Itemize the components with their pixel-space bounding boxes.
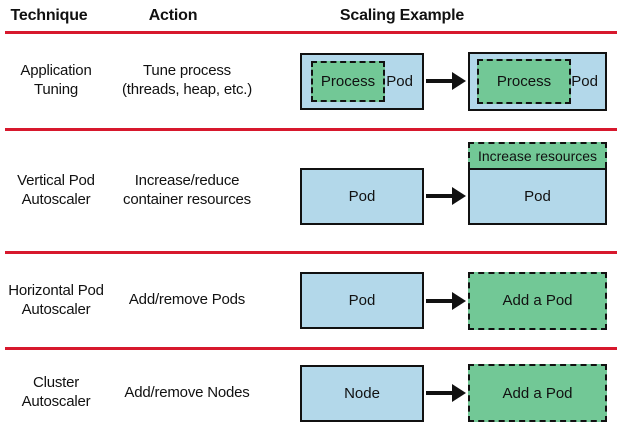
node-label: Node [344,384,380,402]
process-label: Process [320,72,376,90]
pod-label: Pod [348,187,376,205]
pod-box-after: Increase resources Pod [468,141,607,225]
separator-line [5,31,617,34]
pod-box-before: Pod [300,167,424,225]
process-box: Process [477,58,571,104]
table-row-application-tuning: Application Tuning Tune process (threads… [0,34,622,128]
pod-box-after: Process Pod [468,51,607,111]
process-label: Process [496,72,552,90]
scaling-example-cluster-autoscaler: Node Add a Pod [262,364,622,422]
action-label: Increase/reduce container resources [123,172,251,208]
pod-label: Pod [571,72,598,90]
arrow-right-icon [426,291,466,310]
technique-label: Vertical Pod Autoscaler [17,172,95,208]
table-row-horizontal-pod-autoscaler: Horizontal Pod Autoscaler Add/remove Pod… [0,254,622,347]
action-label: Add/remove Pods [128,291,246,309]
process-box: Process [311,60,385,102]
table-row-vertical-pod-autoscaler: Vertical Pod Autoscaler Increase/reduce … [0,131,622,251]
column-header-scaling-example: Scaling Example [339,6,465,24]
separator-line [5,251,617,254]
arrow-right-icon [426,384,466,402]
scaling-example-application-tuning: Process Pod Process Pod [262,51,622,111]
table-header: Technique Action Scaling Example [0,0,622,31]
pod-label: Pod [348,292,376,309]
action-label: Add/remove Nodes [124,383,250,401]
column-header-action: Action [148,6,198,24]
separator-line [5,347,617,350]
scaling-example-horizontal-pod-autoscaler: Pod Add a Pod [262,271,622,330]
technique-label: Application Tuning [20,62,92,98]
pod-label: Pod [524,187,551,205]
pod-box: Pod [468,167,607,225]
add-a-pod-box: Add a Pod [468,364,607,422]
arrow-right-icon [426,72,466,90]
add-a-pod-box: Add a Pod [468,271,607,330]
pod-label: Pod [386,72,413,90]
table-row-cluster-autoscaler: Cluster Autoscaler Add/remove Nodes Node… [0,350,622,436]
action-label: Tune process (threads, heap, etc.) [121,62,253,98]
increase-resources-box: Increase resources [468,141,607,168]
pod-box-before: Pod [300,272,424,329]
column-header-technique: Technique [10,6,88,24]
technique-label: Horizontal Pod Autoscaler [8,281,104,318]
scaling-example-vertical-pod-autoscaler: Pod Increase resources Pod [262,141,622,241]
node-box-before: Node [300,364,424,422]
technique-label: Cluster Autoscaler [21,374,91,410]
pod-box-before: Process Pod [300,52,424,110]
separator-line [5,128,617,131]
arrow-right-icon [426,186,466,205]
